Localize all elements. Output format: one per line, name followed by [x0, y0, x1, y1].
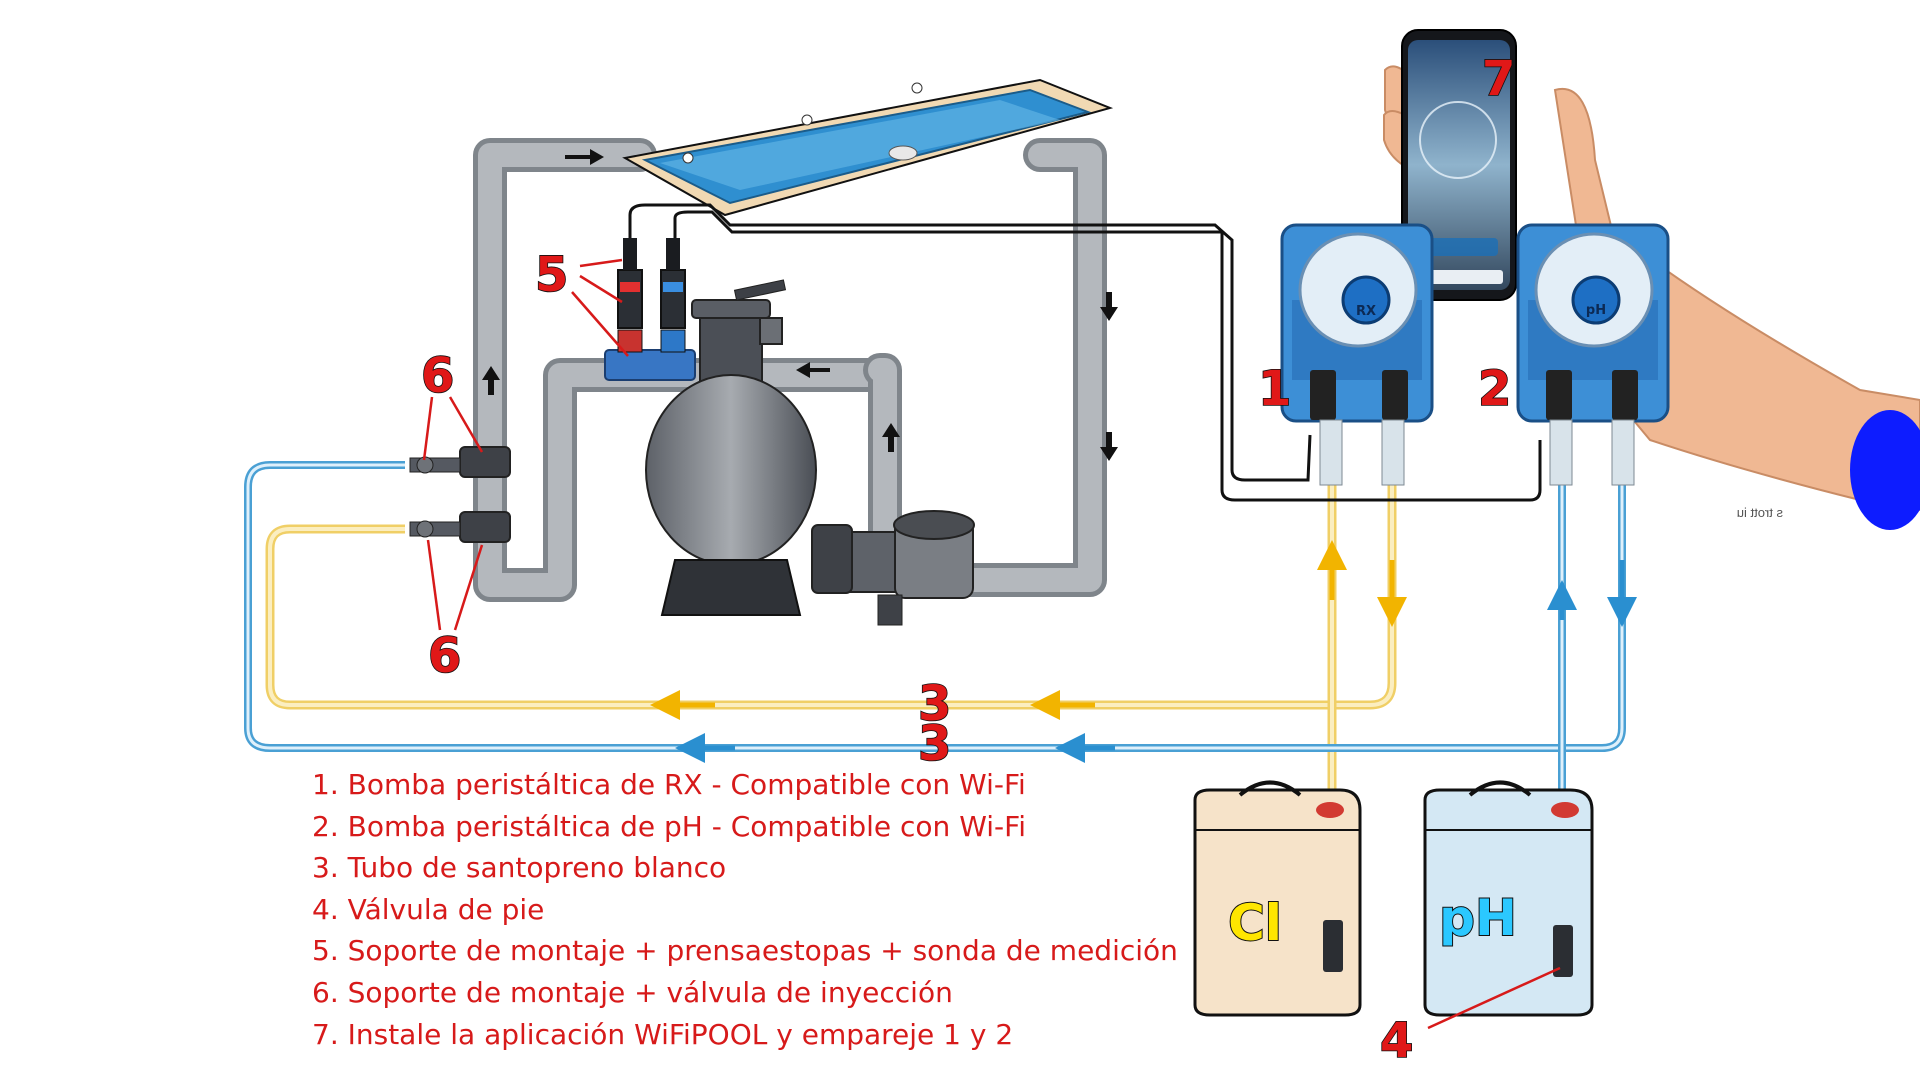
injection-fittings — [409, 446, 511, 543]
ph-tank-label: pH — [1439, 889, 1517, 947]
callout-1: 1 — [1258, 361, 1291, 417]
legend-item-2: 2. Bomba peristáltica de pH - Compatible… — [312, 809, 1026, 843]
legend-item-3: 3. Tubo de santopreno blanco — [312, 851, 727, 885]
rx-pump-tag: RX — [1356, 304, 1376, 319]
callout-leaders — [422, 258, 1561, 1030]
callout-5: 5 — [535, 247, 568, 303]
legend-item-6: 6. Soporte de montaje + válvula de inyec… — [312, 975, 953, 1009]
rx-pump: RX — [1280, 223, 1434, 486]
legend: 1. Bomba peristáltica de RX - Compatible… — [312, 764, 1178, 1055]
legend-item-4: 4. Válvula de pie — [312, 892, 545, 926]
callout-3-yellow: 3 — [918, 676, 951, 732]
legend-item-7: 7. Instale la aplicación WiFiPOOL y empa… — [312, 1017, 1014, 1051]
legend-item-5: 5. Soporte de montaje + prensaestopas + … — [312, 934, 1178, 968]
probe-cables — [628, 203, 1542, 502]
callout-7: 7 — [1482, 51, 1515, 107]
ph-pump: pH — [1516, 223, 1670, 486]
callout-6-bottom: 6 — [428, 628, 461, 684]
pipe-flow-arrows — [482, 149, 1118, 461]
pool — [622, 78, 1114, 217]
ph-pump-tag: pH — [1586, 303, 1606, 318]
sand-filter — [645, 279, 817, 616]
callout-2: 2 — [1478, 361, 1511, 417]
ph-tank: pH — [1423, 780, 1594, 1017]
probe-manifold — [604, 238, 696, 381]
legend-item-1: 1. Bomba peristáltica de RX - Compatible… — [312, 768, 1026, 801]
blue-sleeve — [1850, 410, 1920, 530]
chlorine-tank-label: Cl — [1228, 894, 1282, 952]
chlorine-tank: Cl — [1193, 780, 1362, 1017]
mirrored-text: s trott iu — [1737, 505, 1783, 520]
callout-4: 4 — [1380, 1013, 1413, 1069]
callout-6-top: 6 — [421, 348, 454, 404]
circulation-pump — [811, 510, 975, 626]
callout-3-blue: 3 — [918, 716, 951, 772]
